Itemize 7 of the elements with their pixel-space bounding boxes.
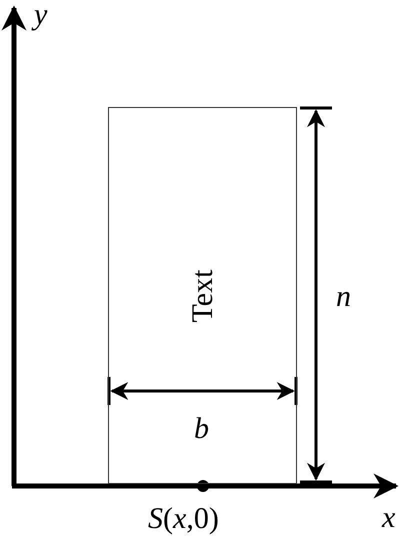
rectangle: [108, 107, 297, 484]
node-text: Text: [186, 269, 220, 322]
axis-label: y: [34, 0, 48, 30]
dimension-label: b: [194, 414, 209, 444]
dimension-label: n: [336, 282, 351, 312]
point-label: S(x,0): [148, 504, 219, 534]
axis-label: x: [382, 503, 396, 533]
